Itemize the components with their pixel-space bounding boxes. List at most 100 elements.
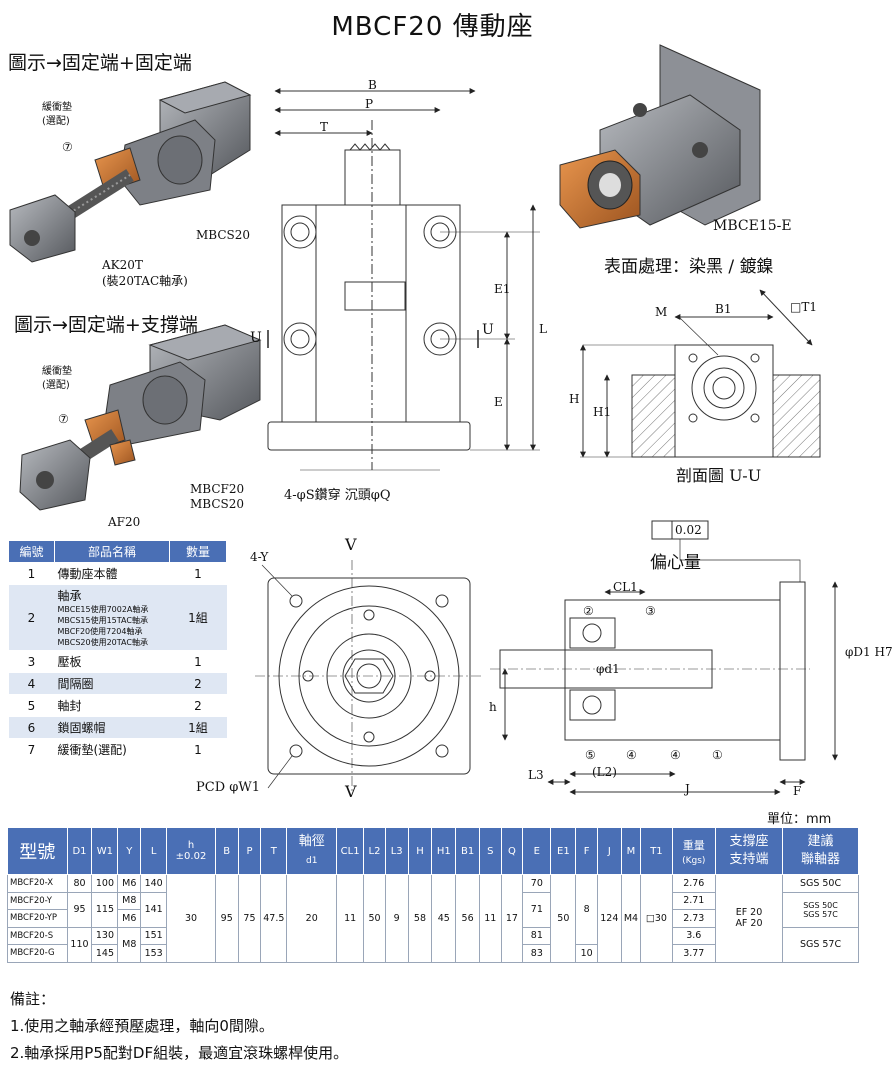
cell-S: 11 bbox=[478, 874, 502, 963]
cell-W1: 130 bbox=[91, 926, 119, 945]
section-mark-v-top: V bbox=[345, 535, 357, 554]
front-view-drawing bbox=[267, 88, 540, 471]
dim-T: T bbox=[320, 120, 329, 134]
dim-tolerance: 0.02 bbox=[675, 523, 702, 537]
spec-header-B1: B1 bbox=[455, 827, 480, 875]
parts-header-no: 編號 bbox=[8, 540, 55, 563]
cell-E: 83 bbox=[522, 944, 552, 963]
cell-qty: 2 bbox=[169, 694, 227, 717]
cell-model: MBCF20-G bbox=[7, 944, 68, 963]
cell-coupling: SGS 50C SGS 57C bbox=[782, 891, 859, 928]
cell-support: EF 20 AF 20 bbox=[714, 874, 784, 963]
label-mbce15: MBCE15-E bbox=[713, 218, 792, 234]
cell-D1: 80 bbox=[66, 874, 93, 893]
spec-header-Q: Q bbox=[500, 827, 524, 875]
parts-header-qty: 數量 bbox=[169, 540, 227, 563]
cell-D1: 110 bbox=[66, 926, 93, 963]
spec-header-model: 型號 bbox=[7, 827, 68, 875]
parts-table: 編號 部品名稱 數量 1 傳動座本體 1 2 軸承 MBCE15使用7002A軸… bbox=[8, 540, 227, 761]
spec-header-E1: E1 bbox=[550, 827, 577, 875]
spec-header-H: H bbox=[407, 827, 433, 875]
callout-ak20t: AK20T bbox=[102, 258, 143, 272]
dim-L2: (L2) bbox=[592, 765, 617, 779]
cell-no: 2 bbox=[8, 584, 55, 651]
table-row: 7 緩衝墊(選配) 1 bbox=[8, 738, 227, 761]
section-mark-u-left: U bbox=[250, 330, 262, 346]
page-title: MBCF20 傳動座 bbox=[331, 12, 534, 42]
section-mark-u-right: U bbox=[482, 322, 494, 338]
cell-model: MBCF20-S bbox=[7, 926, 68, 945]
spec-header-coupling-label: 建議 bbox=[807, 834, 834, 849]
spec-header-T: T bbox=[260, 827, 288, 875]
callout-buffer2-opt: (選配) bbox=[42, 380, 70, 391]
spec-header-B: B bbox=[214, 827, 239, 875]
table-row: MBCF20-S 110 130 M8 151 81 3.6 SGS 57C bbox=[7, 926, 859, 963]
dim-E: E bbox=[494, 395, 503, 409]
dim-h: h bbox=[489, 700, 497, 714]
assembly-render-fixed-support bbox=[19, 324, 262, 511]
table-row: MBCF20-G 145 153 83 10 3.77 bbox=[7, 944, 859, 963]
notes: 備註： 1.使用之軸承經預壓處理，軸向0間隙。 2.軸承採用P5配對DF組裝，最… bbox=[10, 986, 348, 1067]
cell-E1: 50 bbox=[550, 874, 577, 963]
spec-header-shaft-sub: d1 bbox=[305, 855, 318, 866]
callout-7a: ⑦ bbox=[62, 140, 73, 154]
spec-header-S: S bbox=[478, 827, 502, 875]
table-row: 5 軸封 2 bbox=[8, 694, 227, 717]
dim-L: L bbox=[539, 322, 547, 336]
cell-CL1: 11 bbox=[336, 874, 365, 963]
table-row: 6 鎖固螺帽 1組 bbox=[8, 716, 227, 739]
dim-E1: E1 bbox=[494, 282, 511, 296]
cell-weight: 3.6 bbox=[671, 926, 716, 945]
cell-L: 153 bbox=[140, 944, 168, 963]
spec-header-support-label2: 支持端 bbox=[729, 852, 769, 867]
spec-header-P: P bbox=[237, 827, 262, 875]
spec-header-coupling-label2: 聯軸器 bbox=[801, 852, 841, 867]
table-row: MBCF20-YP M6 2.73 bbox=[7, 909, 859, 928]
section-view-drawing bbox=[580, 289, 821, 458]
cell-no: 6 bbox=[8, 716, 55, 739]
spec-header-weight-label: 重量 bbox=[682, 838, 705, 852]
note-item: 2.軸承採用P5配對DF組裝，最適宜滾珠螺桿使用。 bbox=[10, 1044, 349, 1062]
cell-P: 75 bbox=[237, 874, 262, 963]
cell-E: 81 bbox=[522, 926, 552, 945]
dim-T1: □T1 bbox=[790, 300, 817, 314]
cell-qty: 1 bbox=[169, 562, 227, 585]
table-row: 3 壓板 1 bbox=[8, 650, 227, 673]
spec-header-F: F bbox=[575, 827, 598, 875]
cell-Y: M8 bbox=[117, 891, 142, 910]
spec-header-L3: L3 bbox=[384, 827, 409, 875]
cell-E: 70 bbox=[522, 874, 552, 893]
mark-1: ① bbox=[712, 748, 723, 762]
table-row: 2 軸承 MBCE15使用7002A軸承 MBCS15使用15TAC軸承 MBC… bbox=[8, 584, 227, 651]
cell-L: 151 bbox=[140, 926, 168, 945]
cell-Y: M6 bbox=[117, 909, 142, 928]
mark-4b: ④ bbox=[670, 748, 681, 762]
callout-buffer1: 緩衝墊 bbox=[42, 102, 72, 113]
cell-coupling: SGS 57C bbox=[782, 926, 859, 963]
cell-weight: 3.77 bbox=[671, 944, 716, 963]
dim-H: H bbox=[569, 392, 580, 406]
callout-buffer2: 緩衝墊 bbox=[42, 366, 72, 377]
spec-header-support: 支撐座支持端 bbox=[714, 827, 784, 875]
callout-mbcs20: MBCS20 bbox=[196, 228, 250, 242]
table-row: 4 間隔圈 2 bbox=[8, 672, 227, 695]
cell-name-main: 軸承 bbox=[57, 589, 82, 603]
cell-model: MBCF20-YP bbox=[7, 909, 68, 928]
cell-L: 140 bbox=[140, 874, 168, 893]
spec-header-coupling: 建議聯軸器 bbox=[782, 827, 859, 875]
cell-name-sub: MBCF20使用7204軸承 bbox=[57, 627, 143, 636]
cell-h: 30 bbox=[166, 874, 216, 963]
spec-header-support-label: 支撐座 bbox=[729, 834, 769, 849]
table-row: MBCF20-Y 95 115 M8 141 71 2.71 SGS 50C S… bbox=[7, 891, 859, 928]
dim-4Y: 4-Y bbox=[250, 550, 269, 564]
spec-header-h-label: h bbox=[187, 840, 195, 851]
mark-2: ② bbox=[583, 604, 594, 618]
cell-name-sub: MBCS15使用15TAC軸承 bbox=[57, 616, 148, 625]
cell-no: 1 bbox=[8, 562, 55, 585]
cell-weight: 2.73 bbox=[671, 909, 716, 928]
dim-d1: φd1 bbox=[596, 662, 620, 676]
table-row: MBCF20-X 80 100 M6 140 30 95 75 47.5 20 … bbox=[7, 874, 859, 963]
cell-H: 58 bbox=[407, 874, 433, 963]
